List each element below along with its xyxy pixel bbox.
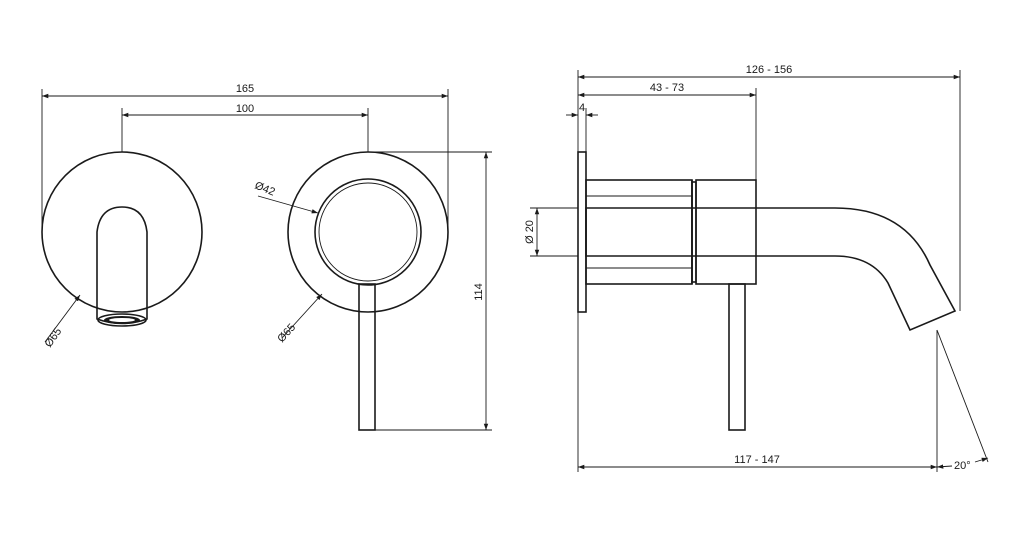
dimension-valve-dia: Ø65 [275, 293, 323, 345]
dimension-label: Ø42 [253, 180, 277, 199]
spout-rosette [41, 151, 203, 327]
dimension-label: Ø65 [275, 322, 298, 345]
front-view: 165 100 Ø65 Ø65 Ø42 114 [41, 83, 492, 431]
side-view: 126 - 156 43 - 73 4 Ø 20 117 - 147 [524, 64, 989, 472]
dimension-100: 100 [121, 103, 369, 152]
dimension-label: 126 - 156 [746, 64, 792, 76]
dimension-114: 114 [368, 151, 492, 431]
dimension-spout-dia: Ø65 [43, 294, 81, 350]
dimension-label: 20° [954, 460, 971, 472]
dimension-126-156: 126 - 156 [577, 64, 961, 311]
dimension-label: 114 [473, 283, 485, 301]
valve-rosette [287, 151, 449, 431]
dimension-bonnet-dia: Ø42 [253, 180, 319, 214]
dimension-label: Ø 20 [524, 220, 536, 244]
dimension-label: Ø65 [43, 326, 65, 350]
dimension-165: 165 [41, 83, 449, 232]
side-lever [728, 283, 746, 431]
dimension-label: 165 [236, 83, 254, 95]
wall-plate [577, 151, 587, 313]
dimension-label: 4 [579, 102, 585, 114]
dimension-angle-20: 20° [936, 329, 989, 472]
dimension-label: 117 - 147 [734, 454, 780, 466]
dimension-117-147: 117 - 147 [577, 312, 938, 472]
side-spout [585, 207, 957, 332]
dimension-label: 100 [236, 103, 254, 115]
dimension-dia-20: Ø 20 [524, 207, 578, 257]
valve-body [585, 179, 757, 285]
dimension-label: 43 - 73 [650, 82, 684, 94]
dimension-43-73: 43 - 73 [578, 82, 757, 180]
dimension-4: 4 [566, 102, 598, 152]
